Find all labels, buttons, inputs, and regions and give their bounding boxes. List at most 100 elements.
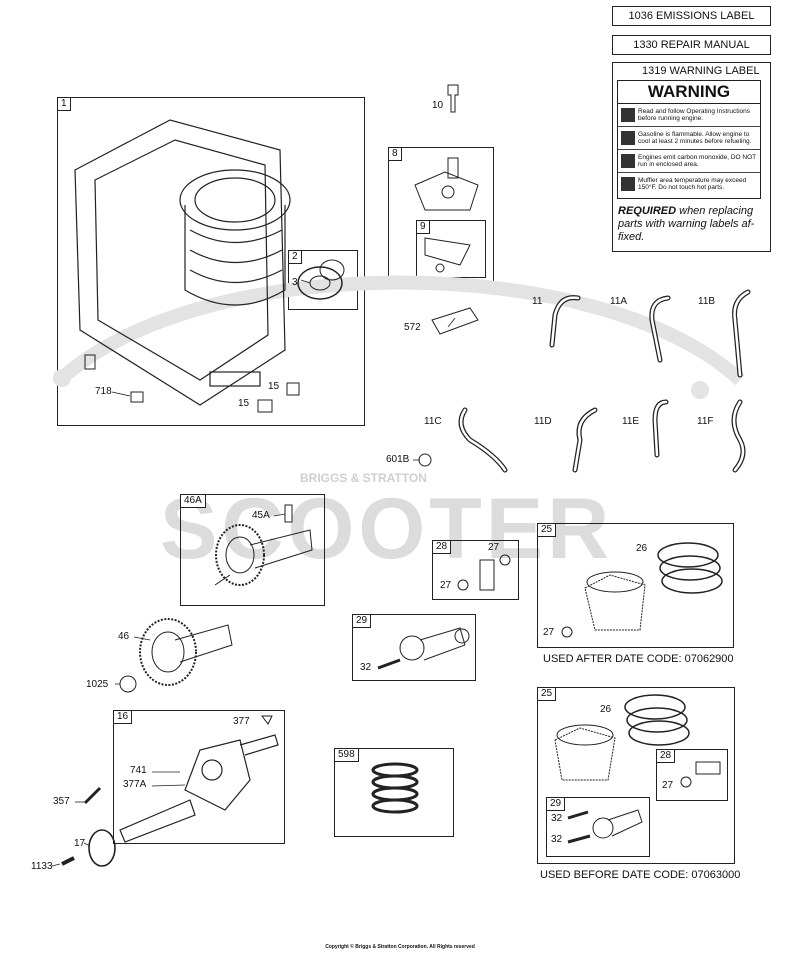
label-32a: 32	[360, 662, 372, 673]
label-718: 718	[95, 386, 112, 397]
label-27c: 27	[543, 627, 555, 638]
label-377a: 377A	[123, 779, 147, 790]
label-15a: 15	[268, 381, 280, 392]
label-27d: 27	[662, 780, 674, 791]
dowel-pin	[84, 354, 96, 370]
camshaft-46	[119, 618, 233, 693]
warning-title: WARNING	[618, 81, 760, 104]
note-used-after: USED AFTER DATE CODE: 07062900	[543, 653, 734, 665]
warning-line-1: Read and follow Operating Instructions b…	[638, 108, 751, 122]
group-box-crankshaft	[113, 710, 285, 844]
watermark-subtext: BRIGGS & STRATTON	[300, 471, 427, 485]
watermark-dot-right	[691, 381, 709, 399]
manual-icon	[621, 108, 635, 122]
valve-spring-598	[371, 762, 419, 814]
label-598: 598	[334, 748, 359, 762]
washer-9	[435, 263, 445, 273]
flame-icon	[621, 131, 635, 145]
copyright: Copyright © Briggs & Stratton Corporatio…	[325, 944, 475, 950]
gasket-9	[424, 237, 471, 266]
label-11f: 11F	[697, 416, 714, 427]
rings-before	[624, 694, 690, 746]
label-572: 572	[404, 322, 421, 333]
warning-row-4: Muffler area temperature may exceed 150°…	[618, 173, 760, 195]
label-1133: 1133	[31, 861, 53, 872]
hoses	[458, 289, 751, 473]
connecting-rod-29b	[567, 809, 643, 844]
warning-label-heading: 1319 WARNING LABEL	[642, 65, 760, 77]
hot-surface-icon	[621, 177, 635, 191]
crankshaft-16	[119, 734, 279, 843]
watermark-text: SCOOTER	[160, 481, 614, 577]
pin-357	[83, 786, 102, 805]
group-box-connecting-rod	[352, 614, 476, 681]
required-text: when replacing parts with warning labels…	[618, 205, 755, 243]
label-29a: 29	[352, 614, 372, 628]
label-3: 3	[292, 277, 298, 288]
label-27a: 27	[488, 542, 500, 553]
label-10: 10	[432, 100, 444, 111]
emissions-label-box: 1036 EMISSIONS LABEL	[612, 6, 771, 26]
label-11: 11	[532, 296, 543, 307]
label-46a: 46A	[180, 494, 206, 508]
piston-after	[584, 571, 646, 631]
hose-inner	[459, 290, 750, 472]
screw-10	[447, 84, 459, 113]
group-box-piston-after	[537, 523, 734, 648]
warning-line-4: Muffler area temperature may exceed 150°…	[638, 177, 747, 191]
label-357: 357	[53, 796, 70, 807]
note-used-before: USED BEFORE DATE CODE: 07063000	[540, 869, 741, 881]
crankcase-block	[74, 119, 291, 406]
label-9: 9	[416, 220, 430, 234]
label-25b: 25	[537, 687, 557, 701]
rings-after	[657, 542, 723, 594]
bracket-572	[431, 307, 479, 335]
label-377: 377	[233, 716, 250, 727]
label-26a: 26	[636, 543, 648, 554]
repair-manual-box: 1330 REPAIR MANUAL	[612, 35, 771, 55]
clip-27a	[499, 554, 511, 566]
group-box-pin-before	[656, 749, 728, 801]
bearing-17	[88, 829, 116, 867]
label-601b: 601B	[386, 454, 410, 465]
clip-27c	[561, 626, 573, 638]
clip-27d	[680, 776, 692, 788]
label-25a: 25	[537, 523, 557, 537]
label-46: 46	[118, 631, 130, 642]
seal-small	[319, 259, 345, 281]
label-45a: 45A	[252, 510, 270, 521]
plug-a	[286, 382, 300, 396]
label-1025: 1025	[86, 679, 109, 690]
label-11b: 11B	[698, 296, 716, 307]
label-32c: 32	[551, 834, 563, 845]
clip-27b	[457, 579, 469, 591]
breather-cover	[414, 157, 479, 211]
label-11d: 11D	[534, 416, 552, 427]
label-11c: 11C	[424, 416, 442, 427]
label-11a: 11A	[610, 296, 628, 307]
label-11e: 11E	[622, 416, 640, 427]
required-bold: REQUIRED	[618, 205, 677, 217]
warning-sticker: WARNING Read and follow Operating Instru…	[617, 80, 761, 199]
label-28b: 28	[656, 749, 676, 763]
piston-before	[554, 724, 616, 781]
label-741: 741	[130, 765, 147, 776]
label-8: 8	[388, 147, 402, 161]
label-29b: 29	[546, 797, 566, 811]
group-box-valve-spring	[334, 748, 454, 837]
watermark-arc	[55, 275, 745, 386]
group-box-camshaft	[180, 494, 325, 606]
warning-line-3: Engines emit carbon monoxide, DO NOT run…	[638, 154, 757, 168]
label-2: 2	[288, 250, 302, 264]
label-26b: 26	[600, 704, 612, 715]
key-377	[261, 715, 273, 725]
leader-lines	[51, 279, 456, 867]
warning-label-panel	[612, 62, 771, 252]
label-15b: 15	[238, 398, 250, 409]
watermark-dot-left	[53, 369, 71, 387]
label-1: 1	[57, 97, 71, 111]
bolt-1133	[61, 856, 75, 866]
label-32b: 32	[551, 813, 563, 824]
warning-row-2: Gasoline is flammable. Allow engine to c…	[618, 127, 760, 150]
